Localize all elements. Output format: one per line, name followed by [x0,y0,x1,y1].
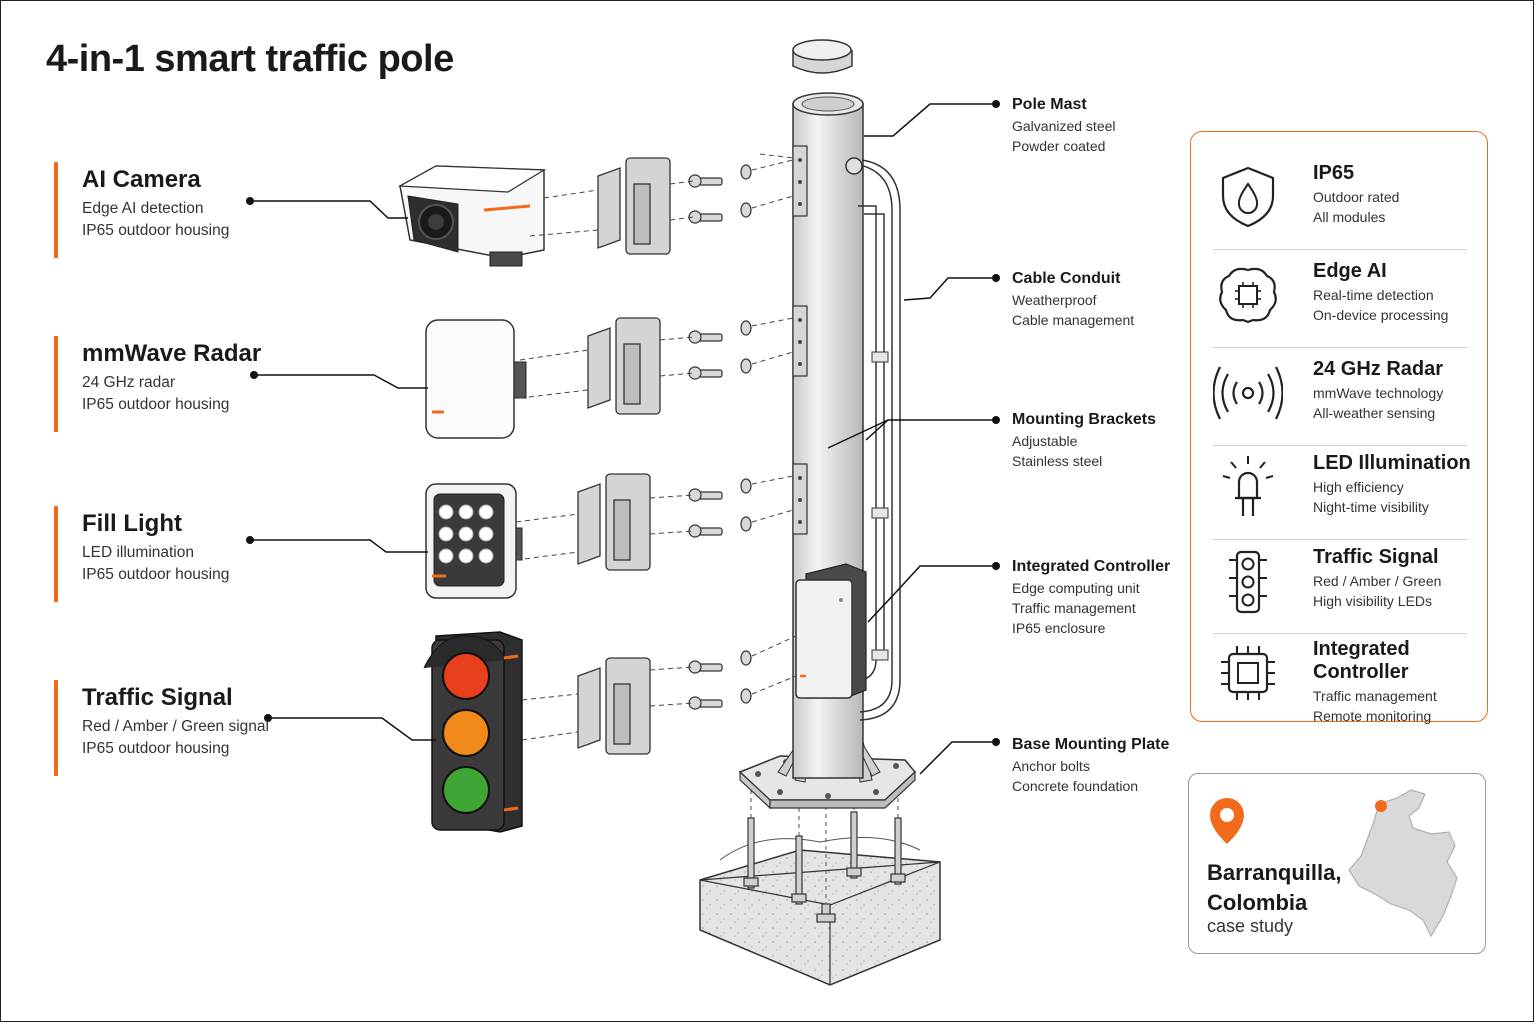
feature-detail: Real-time detection [1313,287,1434,303]
fill-light [425,483,523,599]
feature-name: Traffic Signal [1313,546,1439,568]
feature-detail: On-device processing [1313,307,1449,323]
label-name: Base Mounting Plate [1012,736,1170,753]
component-detail: Edge AI detection [82,200,204,217]
component-detail: 24 GHz radar [82,374,176,391]
label-detail: Powder coated [1012,138,1106,154]
feature-detail: Traffic management [1313,688,1437,704]
component-name: AI Camera [82,166,201,193]
label-base-mounting-plate: Base Mounting Plate Anchor bolts Concret… [1012,736,1169,794]
component-name: mmWave Radar [82,340,262,367]
component-detail: LED illumination [82,544,194,561]
label-integrated-controller: Integrated Controller Edge computing uni… [1012,558,1170,636]
page-title: 4-in-1 smart traffic pole [46,38,454,80]
ai-camera [397,165,547,267]
feature-name: Edge AI [1313,260,1387,282]
label-detail: Adjustable [1012,433,1078,449]
component-fill-light: Fill Light LED illumination IP65 outdoor… [54,506,229,602]
location-city: Barranquilla, Colombia [1207,860,1342,915]
feature-detail: Night-time visibility [1313,499,1429,515]
assembly-dashed-lines [515,153,797,741]
concrete-foundation [699,837,941,986]
bolts-washers [688,164,752,710]
label-detail: Concrete foundation [1012,778,1139,794]
component-detail: IP65 outdoor housing [82,396,230,413]
feature-name: IP65 [1313,162,1355,184]
location-subtitle: case study [1207,916,1294,936]
feature-detail: mmWave technology [1313,385,1444,401]
feature-detail: All-weather sensing [1313,405,1436,421]
label-detail: Galvanized steel [1012,118,1116,134]
feature-divider [1213,249,1467,250]
feature-name: LED Illumination [1313,452,1471,474]
feature-divider [1213,539,1467,540]
feature-divider [1213,445,1467,446]
mmwave-radar [425,319,527,439]
chip-icon [1221,646,1275,700]
location-card: Barranquilla, Colombia case study [1188,773,1486,954]
component-detail: Red / Amber / Green signal [82,718,269,735]
label-detail: IP65 enclosure [1012,620,1106,636]
component-detail: IP65 outdoor housing [82,222,230,239]
label-mounting-brackets: Mounting Brackets Adjustable Stainless s… [1012,411,1156,469]
feature-divider [1213,347,1467,348]
feature-divider [1213,633,1467,634]
feature-detail: High efficiency [1313,479,1404,495]
led-bulb-icon [1222,456,1274,516]
label-pole-mast: Pole Mast Galvanized steel Powder coated [1012,96,1116,154]
feature-edge-ai: Edge AI Real-time detection On-device pr… [1191,250,1487,348]
component-name: Fill Light [82,510,182,537]
label-cable-conduit: Cable Conduit Weatherproof Cable managem… [1012,270,1134,328]
component-mmwave-radar: mmWave Radar 24 GHz radar IP65 outdoor h… [54,336,261,432]
label-name: Pole Mast [1012,96,1087,113]
pole-cap [792,39,853,74]
feature-ip65: IP65 Outdoor rated All modules [1191,152,1487,250]
integrated-controller-box [795,563,867,699]
label-detail: Edge computing unit [1012,580,1140,596]
component-detail: IP65 outdoor housing [82,566,230,583]
anchor-bolts [743,811,906,923]
feature-traffic-signal: Traffic Signal Red / Amber / Green High … [1191,536,1487,634]
features-panel: IP65 Outdoor rated All modules Edge AI R… [1190,131,1488,724]
label-detail: Weatherproof [1012,292,1097,308]
label-detail: Anchor bolts [1012,758,1090,774]
feature-radar: 24 GHz Radar mmWave technology All-weath… [1191,348,1487,446]
label-detail: Stainless steel [1012,453,1103,469]
feature-detail: High visibility LEDs [1313,593,1433,609]
feature-detail: Red / Amber / Green [1313,573,1442,589]
location-pin-icon [1210,798,1244,844]
feature-detail: All modules [1313,209,1386,225]
label-name: Integrated Controller [1012,558,1171,575]
feature-detail: Outdoor rated [1313,189,1400,205]
component-ai-camera: AI Camera Edge AI detection IP65 outdoor… [54,162,229,258]
feature-name: Integrated Controller [1313,638,1410,683]
feature-name: 24 GHz Radar [1313,358,1444,380]
left-leader-lines [250,200,436,741]
colombia-map-icon [1348,789,1458,938]
label-name: Cable Conduit [1012,270,1121,287]
traffic-light-icon [1229,550,1267,614]
mounting-brackets [577,157,671,755]
label-detail: Traffic management [1012,600,1136,616]
component-traffic-signal: Traffic Signal Red / Amber / Green signa… [54,680,269,776]
component-detail: IP65 outdoor housing [82,740,230,757]
component-name: Traffic Signal [82,684,233,711]
label-name: Mounting Brackets [1012,411,1157,428]
brain-chip-icon [1219,267,1277,324]
radar-waves-icon [1213,366,1283,420]
feature-led: LED Illumination High efficiency Night-t… [1191,442,1487,540]
feature-integrated-controller: Integrated Controller Traffic management… [1191,628,1487,726]
label-detail: Cable management [1012,312,1135,328]
right-leader-lines [827,103,996,775]
traffic-signal [423,631,523,833]
feature-detail: Remote monitoring [1313,708,1432,724]
shield-drop-icon [1221,166,1275,228]
